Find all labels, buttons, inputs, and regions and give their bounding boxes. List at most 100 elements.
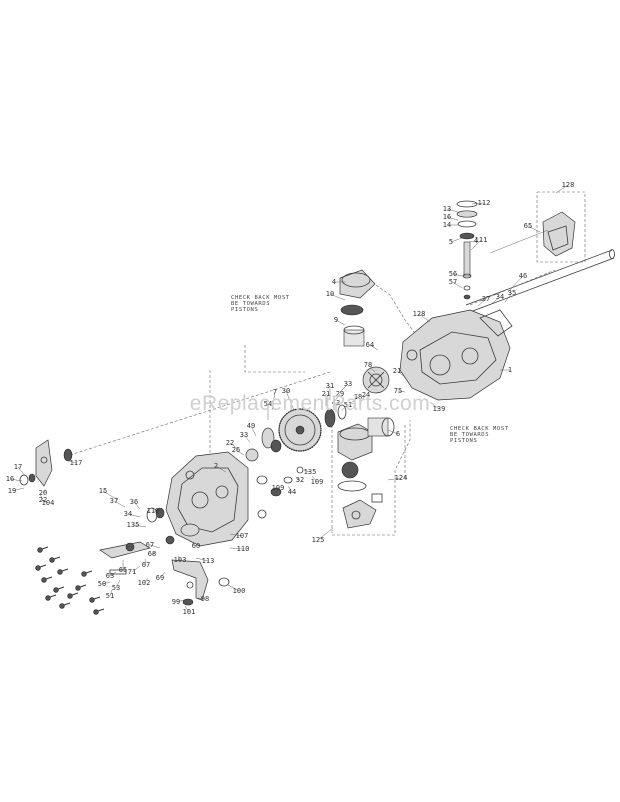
callout-4: 4 [332, 278, 336, 286]
callout-68: 68 [148, 550, 156, 558]
leader-line [39, 493, 44, 501]
callout-109: 109 [311, 478, 324, 486]
callout-33: 33 [344, 380, 352, 388]
note-a-line-3: PISTONS [231, 307, 258, 313]
leader-line [471, 202, 485, 205]
callout-44: 44 [288, 488, 296, 496]
leader-line [175, 599, 185, 603]
leader-line [101, 581, 111, 585]
leader-line [11, 487, 25, 492]
callout-36: 36 [130, 498, 138, 506]
callout-30: 30 [282, 387, 290, 395]
callout-7: 7 [273, 388, 277, 396]
callout-10: 10 [326, 290, 334, 298]
bolt [49, 556, 61, 563]
callout-16: 16 [443, 213, 451, 221]
leader-line [243, 434, 251, 443]
leader-line [275, 487, 279, 495]
leader-lines [9, 184, 569, 613]
right-transaxle-housing [399, 309, 513, 401]
note-block-b: CHECK BACK MOST BE TOWARDS PISTONS [450, 426, 509, 444]
callout-113: 113 [202, 557, 215, 565]
cover-detail-box [489, 191, 586, 263]
leader-line [527, 225, 541, 233]
callout-2: 2 [214, 462, 218, 470]
leader-line [102, 490, 119, 501]
pump-housing-upper [339, 269, 376, 347]
callout-54: 54 [264, 400, 272, 408]
callout-78: 78 [364, 361, 372, 369]
callout-112: 112 [478, 199, 491, 207]
bolt [67, 592, 79, 599]
leader-line [452, 273, 463, 277]
callout-21: 21 [393, 367, 401, 375]
callout-4: 4 [474, 237, 478, 245]
leader-line [359, 394, 367, 403]
bolt [89, 596, 101, 603]
leader-line [133, 501, 141, 510]
leader-line [311, 475, 318, 483]
callout-50: 50 [98, 580, 106, 588]
callout-109: 109 [272, 484, 285, 492]
callout-107: 107 [236, 532, 249, 540]
callout-27: 27 [482, 295, 490, 303]
callout-128: 128 [413, 310, 426, 318]
leader-line [341, 404, 349, 411]
leader-line [452, 281, 463, 289]
leader-line [9, 478, 23, 482]
callout-57: 57 [449, 278, 457, 286]
callout-64: 64 [366, 341, 374, 349]
leader-line [387, 477, 402, 481]
upper-shaft-stack [456, 200, 478, 300]
bolt [35, 564, 47, 571]
dashed-link-2 [244, 345, 305, 373]
callout-71: 71 [128, 568, 136, 576]
note-b-line-1: CHECK BACK MOST [450, 426, 509, 432]
leader-line [295, 477, 301, 481]
callout-17: 17 [14, 463, 22, 471]
callout-104: 104 [42, 499, 55, 507]
callout-31: 31 [326, 382, 334, 390]
leader-line [41, 499, 49, 504]
callout-5: 5 [449, 238, 453, 246]
leader-line [329, 293, 346, 301]
callout-13: 13 [443, 205, 451, 213]
callout-135: 135 [127, 521, 140, 529]
leader-line [250, 425, 257, 437]
callout-98: 98 [201, 595, 209, 603]
left-bracket-parts [19, 439, 165, 523]
leader-line [387, 429, 399, 435]
leader-line [195, 597, 206, 600]
left-transaxle-housing [165, 451, 249, 547]
callout-37: 37 [110, 497, 118, 505]
leader-line [109, 589, 113, 597]
dashed-link-1 [375, 284, 421, 341]
leader-line [504, 292, 513, 303]
callout-56: 56 [449, 270, 457, 278]
leader-line [271, 391, 276, 411]
centerline [69, 371, 331, 456]
bolt [57, 568, 69, 575]
leader-line [195, 557, 209, 562]
callout-22: 22 [226, 439, 234, 447]
callout-119: 119 [147, 507, 160, 515]
leader-line [227, 584, 240, 592]
callout-32: 32 [296, 476, 304, 484]
callout-24: 24 [362, 391, 370, 399]
leader-line [151, 551, 157, 555]
bolt [37, 546, 49, 553]
leader-line [349, 396, 359, 405]
callout-43: 43 [332, 399, 340, 407]
bolt [53, 586, 65, 593]
callout-1: 1 [508, 366, 512, 374]
leader-line [335, 319, 346, 326]
callout-135: 135 [304, 468, 317, 476]
callout-29: 29 [336, 390, 344, 398]
leader-line [418, 313, 431, 323]
callout-51: 51 [344, 401, 352, 409]
leader-line [109, 571, 117, 577]
callout-110: 110 [237, 545, 250, 553]
leader-line [333, 393, 341, 403]
charge-disk [362, 366, 390, 394]
